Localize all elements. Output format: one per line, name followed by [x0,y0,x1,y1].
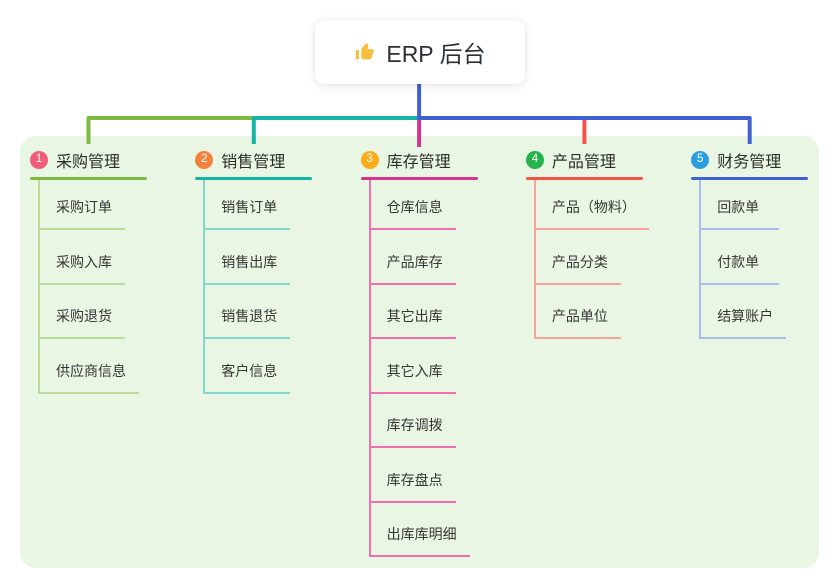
mindmap-node[interactable]: 库存盘点 [370,448,456,503]
branch-number-badge: 5 [691,151,710,169]
mindmap-node[interactable]: 产品单位 [535,285,621,339]
mindmap-node[interactable]: 产品库存 [370,230,456,285]
branch-underline [360,177,478,180]
branch-title: 产品管理 [551,154,616,171]
mindmap-node[interactable]: 其它出库 [370,285,456,339]
mindmap-node[interactable]: 付款单 [701,230,780,285]
branch-items: 回款单付款单结算账户 [699,180,839,339]
branch-header-node[interactable]: 3 库存管理 [360,148,511,172]
branch-underline [195,177,313,180]
branch-number-badge: 1 [30,151,48,169]
mindmap-node[interactable]: 仓库信息 [370,180,456,230]
mindmap-node[interactable]: 供应商信息 [40,339,139,394]
branch-underline [30,177,147,180]
branch-财务管理: 5 财务管理回款单付款单结算账户 [691,148,839,339]
connector-root-branch-5 [417,84,752,144]
branch-items: 采购订单采购入库采购退货供应商信息 [38,180,180,394]
mindmap-node[interactable]: 销售退货 [205,285,291,339]
mindmap-node[interactable]: 客户信息 [205,339,291,394]
branch-title: 财务管理 [717,154,782,171]
branch-header-node[interactable]: 2 销售管理 [195,148,345,172]
thumbs-up-icon [354,41,376,63]
branch-items: 产品（物料）产品分类产品单位 [533,180,676,339]
root-label: ERP 后台 [386,41,486,67]
branch-number-badge: 4 [525,151,544,169]
branch-title: 销售管理 [221,154,286,171]
branch-header-node[interactable]: 1 采购管理 [30,148,180,172]
branch-header-node[interactable]: 4 产品管理 [525,148,676,172]
mindmap-node[interactable]: 产品（物料） [535,180,649,230]
mindmap-node[interactable]: 采购订单 [40,180,125,230]
mindmap-node[interactable]: 其它入库 [370,339,456,394]
mindmap-node[interactable]: 采购退货 [40,285,125,339]
root-node[interactable]: ERP 后台 [315,20,525,84]
branch-采购管理: 1 采购管理采购订单采购入库采购退货供应商信息 [30,148,180,394]
branch-underline [691,177,809,180]
branch-title: 采购管理 [56,154,121,171]
branch-items: 销售订单销售出库销售退货客户信息 [203,180,345,394]
mindmap-panel [20,136,819,568]
branch-number-badge: 3 [360,151,379,169]
branch-header-node[interactable]: 5 财务管理 [691,148,839,172]
branch-items: 仓库信息产品库存其它出库其它入库库存调拨库存盘点出库库明细 [368,180,511,557]
branch-销售管理: 2 销售管理销售订单销售出库销售退货客户信息 [195,148,345,394]
mindmap-node[interactable]: 产品分类 [535,230,621,285]
mindmap-node[interactable]: 销售订单 [205,180,291,230]
mindmap-node[interactable]: 回款单 [701,180,780,230]
connector-branch-2 [251,116,420,144]
connector-branch-1 [86,116,256,144]
mindmap-node[interactable]: 采购入库 [40,230,125,285]
branch-库存管理: 3 库存管理仓库信息产品库存其它出库其它入库库存调拨库存盘点出库库明细 [360,148,511,557]
mindmap-node[interactable]: 出库库明细 [370,503,470,557]
branch-产品管理: 4 产品管理产品（物料）产品分类产品单位 [525,148,676,339]
mindmap-node[interactable]: 销售出库 [205,230,291,285]
mindmap-node[interactable]: 库存调拨 [370,394,456,448]
branch-underline [525,177,643,180]
branch-number-badge: 2 [195,151,214,169]
mindmap-node[interactable]: 结算账户 [701,285,787,339]
branch-title: 库存管理 [386,154,451,171]
